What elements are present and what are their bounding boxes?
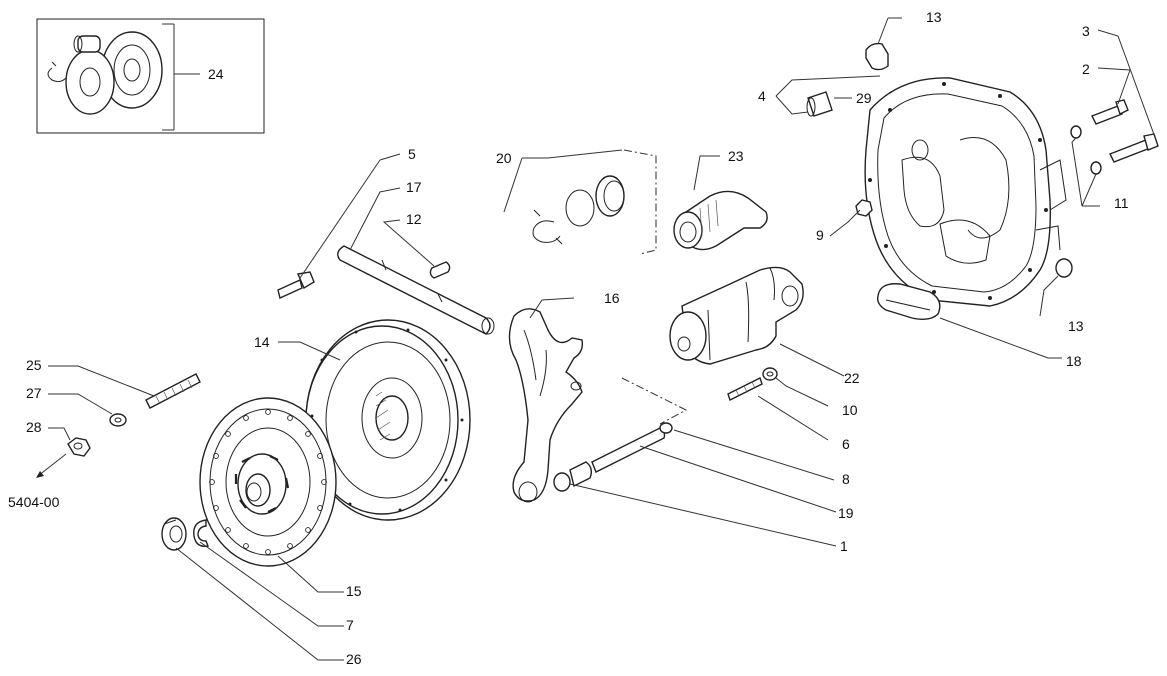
- callout-6: 6: [842, 436, 850, 452]
- callout-22: 22: [844, 370, 860, 386]
- callout-labels: 24 13 3 2 4 29 11 9 13 18 5 17 12 20 23 …: [8, 9, 1129, 667]
- washer: [109, 413, 127, 427]
- flywheel: [305, 319, 471, 521]
- callout-8: 8: [842, 471, 850, 487]
- nut-9: [855, 199, 873, 217]
- callout-17: 17: [406, 179, 422, 195]
- cover-plate: [876, 283, 941, 321]
- callout-24: 24: [208, 66, 224, 82]
- callout-7: 7: [346, 617, 354, 633]
- bushing-29: [806, 91, 833, 117]
- callout-29: 29: [856, 90, 872, 106]
- callout-11: 11: [1114, 195, 1129, 211]
- release-bearing: [673, 190, 768, 251]
- callout-28: 28: [26, 419, 42, 435]
- alignment-lines: [621, 149, 688, 425]
- reference-code: 5404-00: [8, 494, 60, 510]
- callout-23: 23: [728, 148, 744, 164]
- callout-13-bottom: 13: [1068, 318, 1084, 334]
- reference-arrow: [36, 453, 67, 478]
- callout-26: 26: [346, 651, 362, 667]
- stud-bolt: [145, 373, 201, 409]
- callout-2: 2: [1082, 61, 1090, 77]
- callout-16: 16: [604, 290, 620, 306]
- ring-kit: [532, 175, 625, 245]
- leader-lines: [48, 17, 1157, 661]
- clutch-housing: [864, 77, 1067, 307]
- release-fork: [508, 308, 584, 503]
- callout-13-top: 13: [926, 9, 942, 25]
- nut-10: [762, 367, 778, 381]
- callout-19: 19: [838, 505, 854, 521]
- callout-27: 27: [26, 385, 42, 401]
- stud-6: [727, 377, 763, 401]
- callout-20: 20: [496, 150, 512, 166]
- callout-4: 4: [758, 88, 766, 104]
- bolt-3: [1109, 133, 1159, 163]
- bolt-2: [1091, 99, 1129, 125]
- callout-12: 12: [406, 211, 422, 227]
- nut: [67, 437, 91, 457]
- callout-3: 3: [1082, 23, 1090, 39]
- clutch-disc: [199, 397, 337, 567]
- pin: [429, 261, 451, 279]
- callout-1: 1: [840, 538, 848, 554]
- plug-top: [865, 42, 889, 71]
- callout-14: 14: [254, 334, 270, 350]
- plug-bottom: [1055, 258, 1073, 278]
- pilot-bearing: [161, 517, 187, 551]
- callout-9: 9: [816, 227, 824, 243]
- snap-ring: [193, 519, 209, 547]
- callout-5: 5: [408, 146, 416, 162]
- washer-8: [659, 422, 673, 434]
- callout-10: 10: [842, 402, 858, 418]
- slave-cylinder: [669, 266, 804, 365]
- callout-25: 25: [26, 357, 42, 373]
- bolt-5: [277, 271, 315, 299]
- cross-shaft: [337, 245, 495, 335]
- pivot-shaft: [591, 427, 666, 473]
- bush: [553, 461, 593, 492]
- kit-inset: [36, 18, 265, 134]
- callout-18: 18: [1066, 353, 1082, 369]
- callout-15: 15: [346, 583, 362, 599]
